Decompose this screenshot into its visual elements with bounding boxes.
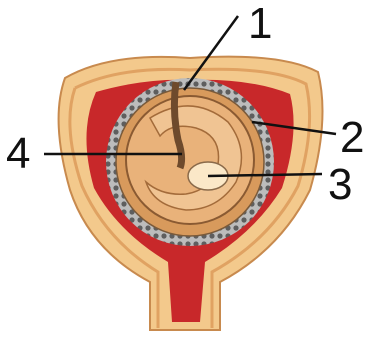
label-2: 2 — [340, 113, 364, 162]
label-3: 3 — [328, 160, 352, 209]
label-4: 4 — [6, 129, 30, 178]
label-1: 1 — [248, 0, 272, 48]
